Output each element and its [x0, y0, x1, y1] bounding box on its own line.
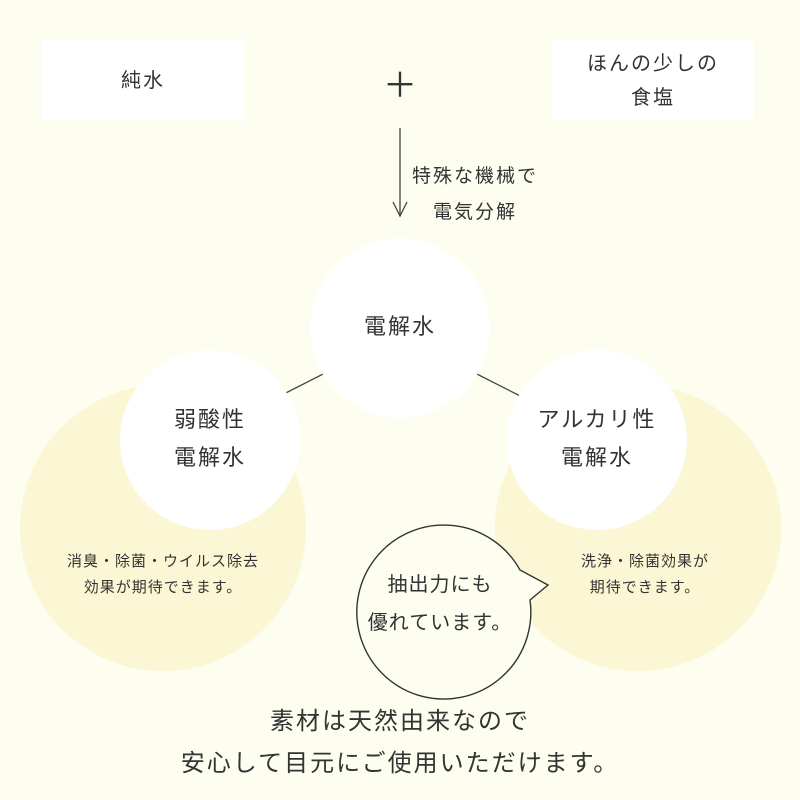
input-pure-water: 純水: [42, 40, 244, 120]
input-label: 純水: [121, 68, 165, 92]
input-salt: ほんの少しの 食塩: [552, 40, 754, 120]
bubble-line: 抽出力にも: [387, 572, 493, 596]
process-line: 電気分解: [433, 201, 518, 223]
node-label: 弱酸性: [173, 408, 246, 433]
acidic-description: 消臭・除菌・ウイルス除去 効果が期待できます。: [20, 548, 306, 600]
desc-line: 消臭・除菌・ウイルス除去: [66, 552, 259, 570]
plus-icon: ＋: [383, 66, 417, 106]
arrow-down-icon: [392, 201, 408, 218]
electrolyzed-water-node: 電解水: [310, 238, 490, 418]
desc-line: 洗浄・除菌効果が: [580, 552, 709, 570]
bubble-line: 優れています。: [367, 610, 513, 634]
process-line: 特殊な機械で: [412, 165, 539, 187]
alkaline-node: アルカリ性 電解水: [507, 350, 687, 530]
node-label: 電解水: [560, 446, 633, 471]
node-label: 電解水: [363, 315, 436, 340]
node-label: 電解水: [173, 446, 246, 471]
footer-line: 素材は天然由来なので: [270, 707, 530, 735]
input-label: ほんの少しの: [587, 51, 719, 75]
node-label: アルカリ性: [537, 408, 657, 433]
footer-line: 安心して目元にご使用いただけます。: [180, 749, 620, 777]
process-label: 特殊な機械で 電気分解: [412, 158, 538, 230]
acidic-node: 弱酸性 電解水: [120, 350, 300, 530]
footer-message: 素材は天然由来なので 安心して目元にご使用いただけます。: [0, 700, 800, 784]
input-label: 食塩: [631, 85, 675, 109]
speech-bubble: 抽出力にも 優れています。: [352, 565, 528, 641]
alkaline-description: 洗浄・除菌効果が 期待できます。: [530, 548, 760, 600]
desc-line: 期待できます。: [589, 578, 701, 596]
desc-line: 効果が期待できます。: [83, 578, 243, 596]
